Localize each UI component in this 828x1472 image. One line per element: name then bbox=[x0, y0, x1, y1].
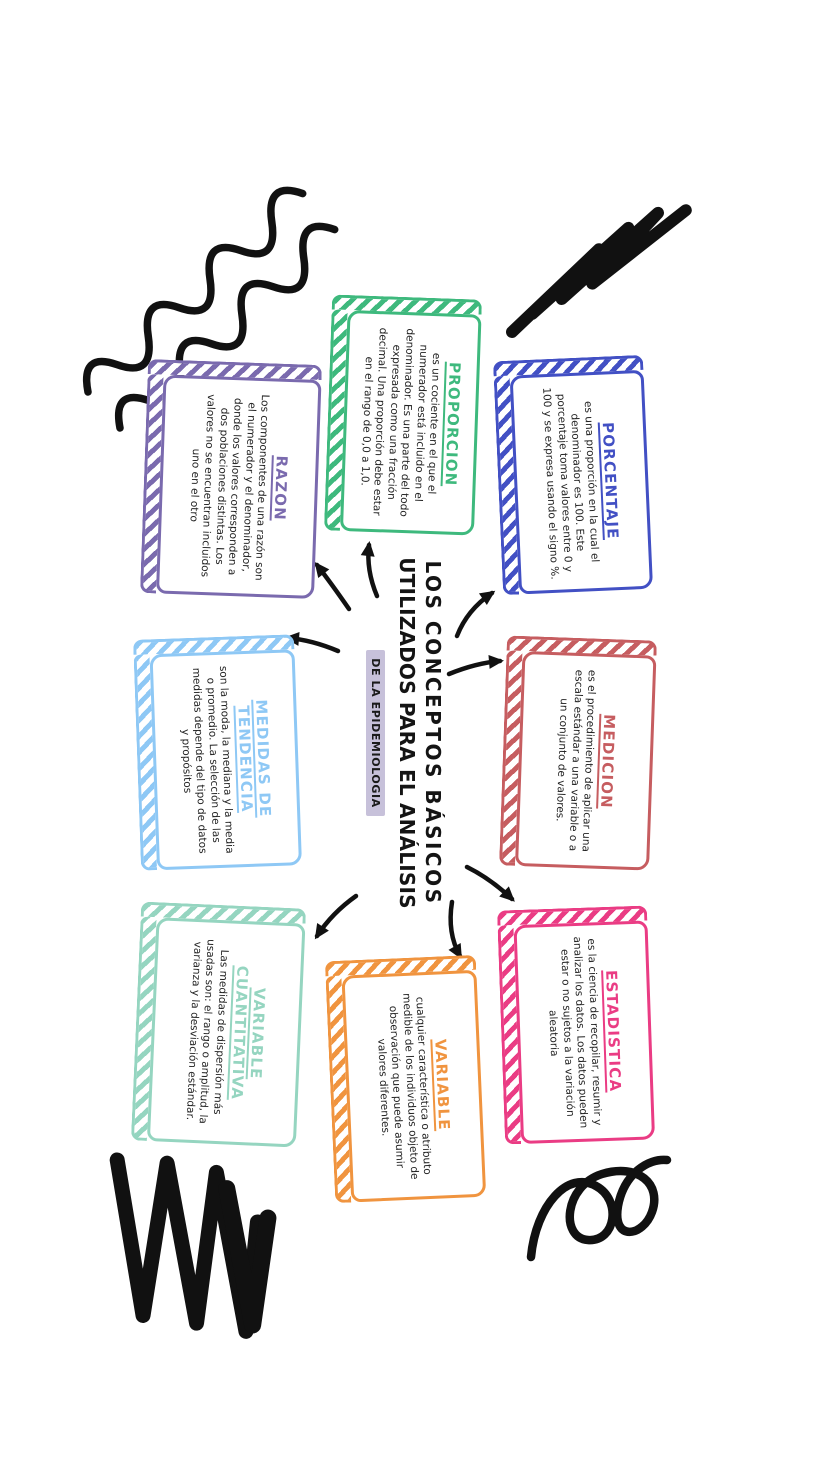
central-topic: LOS CONCEPTOS BÁSICOS UTILIZADOS PARA EL… bbox=[366, 528, 446, 938]
card-porcentaje: PORCENTAJE es una proporción en la cual … bbox=[492, 354, 654, 596]
card-variable-cuantitativa: VARIABLE CUANTITATIVA Las medidas de dis… bbox=[130, 901, 307, 1148]
card-medidas-de-tendencia: MEDIDAS DE TENDENCIA son la moda, la med… bbox=[133, 634, 302, 871]
arrow-to-variable-cuantitativa bbox=[314, 893, 359, 940]
card-face: VARIABLE CUANTITATIVA Las medidas de dis… bbox=[146, 917, 306, 1148]
card-title: VARIABLE bbox=[431, 1038, 454, 1132]
card-variable: VARIABLE cualquier característica o atri… bbox=[324, 954, 487, 1204]
card-proporcion: PROPORCION es un cociente en el que el n… bbox=[323, 294, 483, 536]
card-estadistica: ESTADISTICA es la ciencia de recopilar, … bbox=[496, 905, 656, 1145]
card-body: Las medidas de dispersión más usadas son… bbox=[183, 938, 231, 1125]
card-body: es la ciencia de recopilar, resumir y an… bbox=[546, 936, 604, 1129]
marker-scribble-doodle bbox=[109, 1152, 277, 1339]
arrow-to-estadistica bbox=[464, 864, 515, 902]
card-face: RAZON Los componentes de una razón son e… bbox=[155, 374, 322, 599]
card-title: ESTADISTICA bbox=[602, 969, 625, 1093]
title-line-2: UTILIZADOS PARA EL ANÁLISIS bbox=[395, 557, 419, 909]
arrow-to-medicion bbox=[446, 654, 504, 677]
card-body: es un cociente en el que el numerador es… bbox=[358, 327, 443, 518]
card-face: MEDIDAS DE TENDENCIA son la moda, la med… bbox=[149, 649, 302, 871]
subtitle-wrap: DE LA EPIDEMIOLOGIA bbox=[366, 528, 387, 938]
card-title: MEDIDAS DE TENDENCIA bbox=[234, 699, 275, 818]
arrow-to-proporcion bbox=[360, 541, 380, 599]
card-face: ESTADISTICA es la ciencia de recopilar, … bbox=[513, 920, 656, 1144]
card-title: MEDICION bbox=[597, 713, 619, 810]
zigzag-scribble-doodle bbox=[506, 204, 692, 338]
card-face: VARIABLE cualquier característica o atri… bbox=[341, 969, 487, 1203]
loop-curl-doodle bbox=[526, 1155, 672, 1262]
card-face: PROPORCION es un cociente en el que el n… bbox=[339, 310, 482, 536]
card-face: PORCENTAJE es una proporción en la cual … bbox=[509, 369, 654, 595]
card-title: PROPORCION bbox=[442, 361, 465, 487]
card-title: VARIABLE CUANTITATIVA bbox=[227, 965, 269, 1101]
card-title: RAZON bbox=[271, 455, 292, 522]
title-line-1: LOS CONCEPTOS BÁSICOS bbox=[421, 560, 445, 906]
card-body: Los componentes de una razón son el nume… bbox=[187, 394, 272, 581]
card-razon: RAZON Los componentes de una razón son e… bbox=[139, 359, 323, 599]
arrow-to-medidas-de-tendencia bbox=[284, 631, 341, 654]
card-body: son la moda, la mediana y la media o pro… bbox=[179, 665, 237, 854]
card-face: MEDICION es el procedimiento de aplicar … bbox=[515, 651, 657, 871]
card-title: PORCENTAJE bbox=[598, 421, 622, 541]
arrow-to-razon bbox=[314, 561, 352, 612]
card-body: es el procedimiento de aplicar una escal… bbox=[553, 669, 599, 853]
card-body: es una proporción en la cual el denomina… bbox=[540, 387, 601, 580]
arrow-to-variable bbox=[448, 899, 463, 960]
card-medicion: MEDICION es el procedimiento de aplicar … bbox=[499, 635, 657, 871]
card-body: cualquier característica o atributo medi… bbox=[375, 992, 434, 1180]
arrow-to-porcentaje bbox=[454, 590, 496, 639]
subtitle-highlight: DE LA EPIDEMIOLOGIA bbox=[366, 650, 385, 816]
